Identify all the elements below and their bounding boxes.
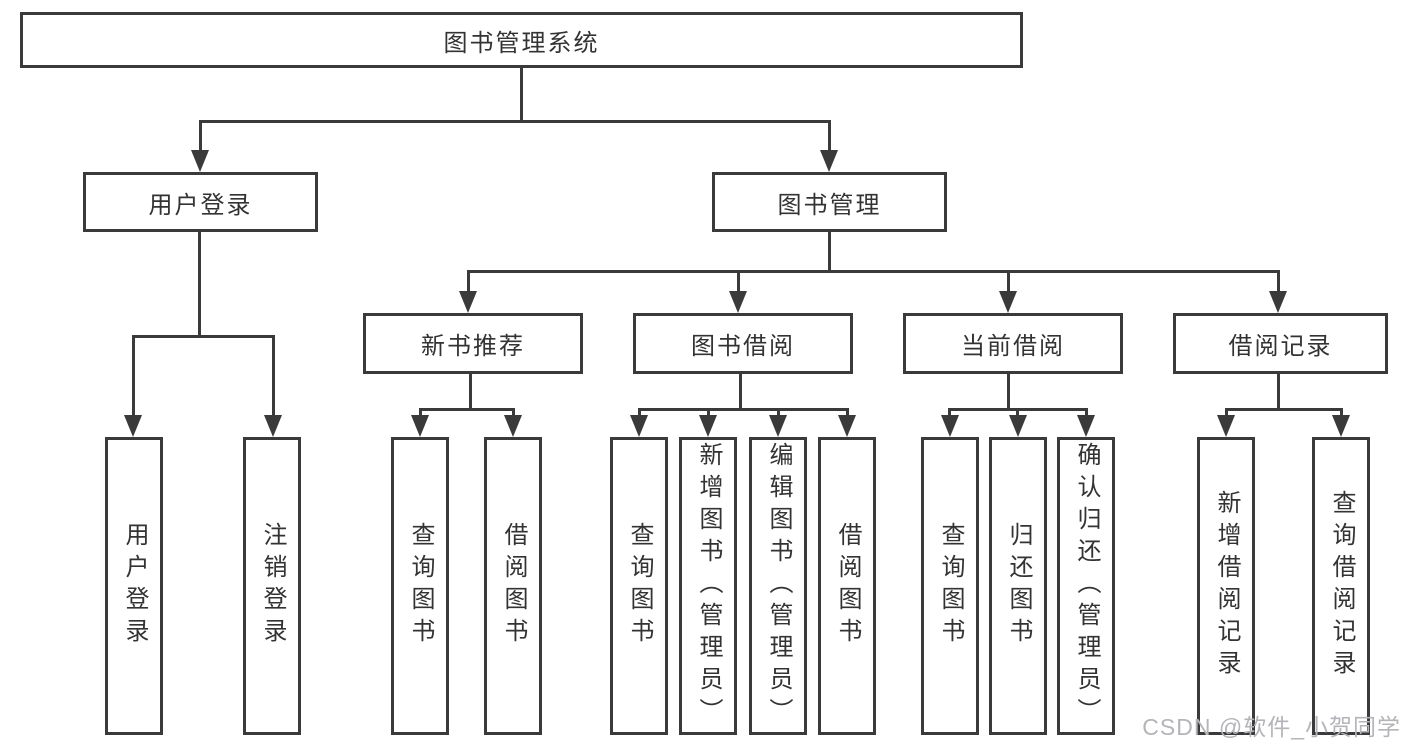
arrowhead-current-borrow (999, 291, 1017, 313)
connector-drop-borrow-records (1277, 270, 1280, 291)
arrowhead-borrow-books (838, 415, 856, 437)
connector-drop-borrow-books-recommend (512, 408, 515, 415)
node-root-system: 图书管理系统 (20, 12, 1023, 68)
connector-drop-new-book-recommend (467, 270, 470, 291)
connector-drop-confirm-return (1085, 408, 1088, 415)
arrowhead-add-book (699, 415, 717, 437)
connector-drop-add-book (707, 408, 710, 415)
arrowhead-book-borrow (729, 291, 747, 313)
connector-drop-query-books-current (948, 408, 951, 415)
connector-drop-borrow-books (846, 408, 849, 415)
leaf-add-borrow-record: 新增借阅记录 (1197, 437, 1255, 735)
arrowhead-edit-book (769, 415, 787, 437)
connector-level3-horizontal (467, 270, 1280, 273)
arrowhead-query-books-recommend (411, 415, 429, 437)
connector-drop-edit-book (777, 408, 780, 415)
arrowhead-book-management (820, 150, 838, 172)
leaf-add-book-admin: 新增图书（管理员） (679, 437, 737, 735)
arrowhead-borrow-records (1269, 291, 1287, 313)
arrowhead-borrow-books-recommend (504, 415, 522, 437)
node-new-book-recommend: 新书推荐 (363, 313, 583, 374)
arrowhead-confirm-return (1077, 415, 1095, 437)
arrowhead-query-books-borrow (630, 415, 648, 437)
arrowhead-user-login (191, 150, 209, 172)
connector-drop-user-login (199, 120, 202, 150)
leaf-query-books-borrow: 查询图书 (610, 437, 668, 735)
arrowhead-query-borrow-record (1332, 415, 1350, 437)
connector-drop-leaf-user-login (132, 335, 135, 415)
connector-drop-add-borrow-record (1225, 408, 1228, 415)
connector-user-login-spine (198, 232, 201, 335)
node-book-borrow: 图书借阅 (633, 313, 853, 374)
connector-book-borrow-spine (739, 374, 742, 408)
leaf-edit-book-admin: 编辑图书（管理员） (749, 437, 807, 735)
arrowhead-leaf-logout (264, 415, 282, 437)
connector-drop-query-borrow-record (1340, 408, 1343, 415)
connector-borrow-records-spine (1277, 374, 1280, 408)
node-borrow-records: 借阅记录 (1173, 313, 1388, 374)
arrowhead-new-book-recommend (459, 291, 477, 313)
connector-drop-book-borrow (737, 270, 740, 291)
connector-drop-book-management (828, 120, 831, 150)
node-current-borrow: 当前借阅 (903, 313, 1123, 374)
connector-drop-query-books-recommend (419, 408, 422, 415)
leaf-confirm-return-admin: 确认归还（管理员） (1057, 437, 1115, 735)
arrowhead-query-books-current (941, 415, 959, 437)
connector-root-spine (520, 68, 523, 120)
leaf-return-book: 归还图书 (989, 437, 1047, 735)
node-user-login: 用户登录 (83, 172, 318, 232)
leaf-query-books-current: 查询图书 (921, 437, 979, 735)
connector-drop-query-books-borrow (638, 408, 641, 415)
watermark: CSDN @软件_小贺同学 (1142, 714, 1401, 740)
connector-user-login-horizontal (132, 335, 275, 338)
connector-new-book-recommend-horizontal (419, 408, 515, 411)
node-book-management: 图书管理 (712, 172, 947, 232)
leaf-borrow-books-recommend: 借阅图书 (484, 437, 542, 735)
connector-current-borrow-spine (1007, 374, 1010, 408)
connector-drop-leaf-logout (272, 335, 275, 415)
leaf-logout: 注销登录 (243, 437, 301, 735)
connector-drop-return-book (1016, 408, 1019, 415)
arrowhead-return-book (1009, 415, 1027, 437)
leaf-query-books-recommend: 查询图书 (391, 437, 449, 735)
connector-book-management-spine (828, 232, 831, 270)
connector-book-borrow-horizontal (638, 408, 849, 411)
arrowhead-add-borrow-record (1217, 415, 1235, 437)
connector-new-book-recommend-spine (469, 374, 472, 408)
connector-drop-current-borrow (1007, 270, 1010, 291)
arrowhead-leaf-user-login (124, 415, 142, 437)
leaf-query-borrow-record: 查询借阅记录 (1312, 437, 1370, 735)
leaf-borrow-books: 借阅图书 (818, 437, 876, 735)
connector-borrow-records-horizontal (1225, 408, 1343, 411)
connector-root-horizontal (199, 120, 831, 123)
leaf-user-login: 用户登录 (105, 437, 163, 735)
